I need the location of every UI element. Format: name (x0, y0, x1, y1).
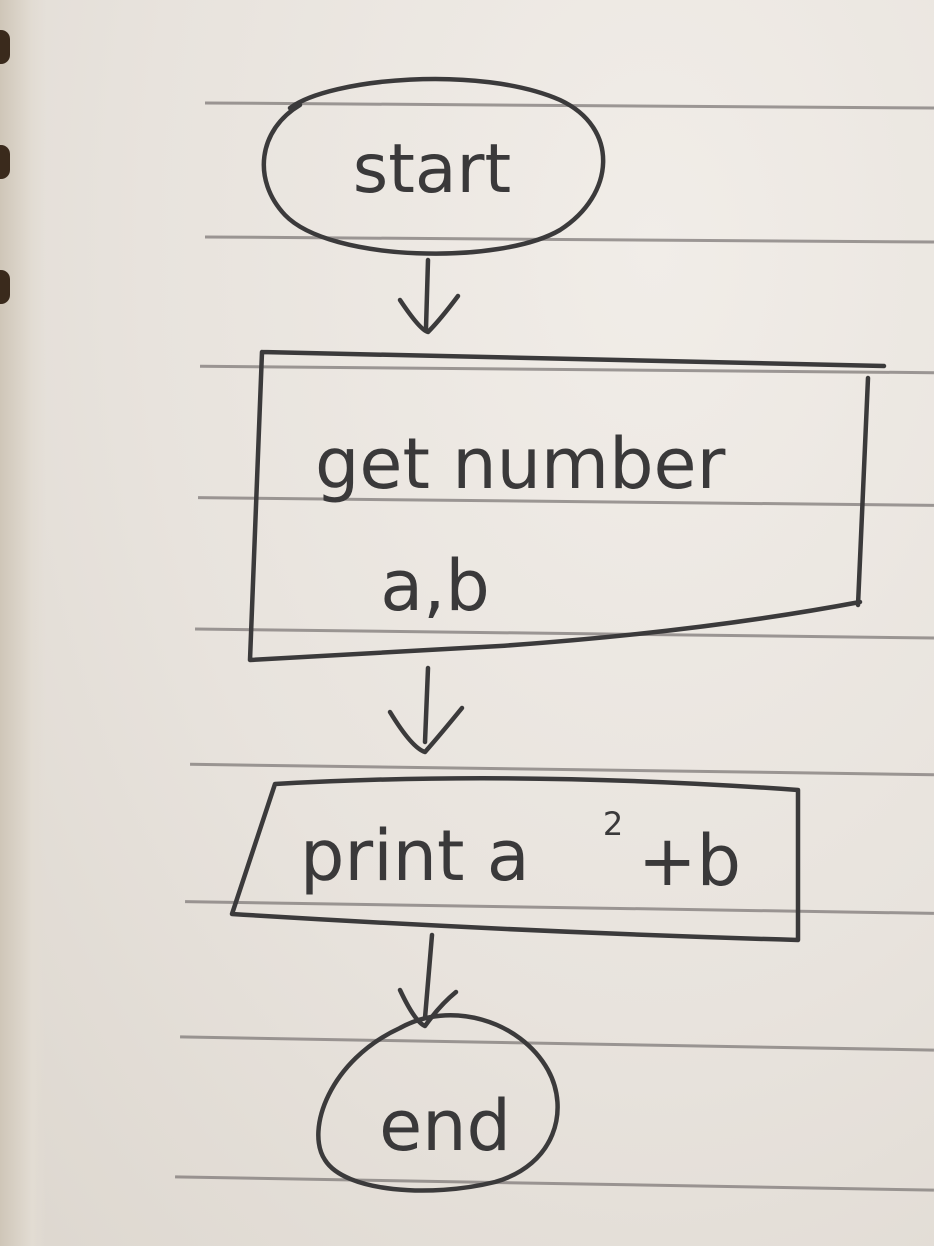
binder-hole (0, 145, 10, 179)
start-label: start (353, 130, 511, 209)
output-box: print a 2 +b (229, 775, 801, 943)
start-terminal: start (261, 76, 606, 256)
output-suffix: +b (638, 820, 741, 902)
page-edge-shadow (0, 0, 46, 1246)
input-line-1: get number (315, 423, 726, 505)
input-line-2: a,b (380, 545, 490, 627)
input-box-outline (247, 349, 887, 663)
end-outline (316, 1013, 560, 1193)
output-box-outline (229, 775, 801, 943)
arrow-start-to-input (397, 257, 461, 335)
input-box: get number a,b (247, 349, 887, 663)
end-label: end (379, 1085, 511, 1167)
output-exponent: 2 (603, 805, 623, 843)
binder-hole (0, 270, 10, 304)
start-ellipse (261, 76, 606, 256)
end-terminal: end (316, 1013, 560, 1193)
binder-hole (0, 30, 10, 64)
arrow-output-to-end (397, 932, 459, 1029)
output-text: print a (300, 815, 530, 897)
arrow-input-to-output (387, 665, 465, 755)
